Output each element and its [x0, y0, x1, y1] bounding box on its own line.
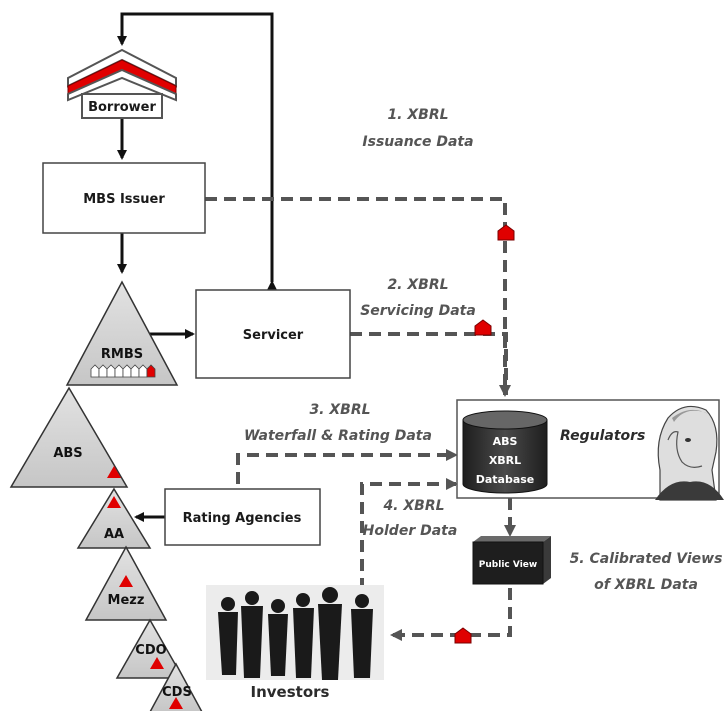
borrower-label: Borrower: [88, 100, 156, 115]
issuance-data-line: [205, 197, 511, 397]
tranche-markers: [107, 466, 183, 709]
red-marker-icon: [497, 224, 515, 241]
servicing-data-line: [350, 332, 508, 395]
public-view-label: Public View: [479, 560, 537, 570]
aa-triangle: [76, 487, 152, 549]
servicer-node: Servicer: [195, 289, 351, 379]
abs-triangle: [9, 386, 129, 488]
annotation-4-line1: 4. XBRL: [382, 498, 444, 514]
cds-label: CDS: [162, 685, 192, 700]
rating-agencies-node: Rating Agencies: [164, 488, 321, 546]
annotation-5-line1: 5. Calibrated Views: [570, 551, 723, 567]
annotation-5-line2: of XBRL Data: [594, 577, 698, 593]
database-label-line1: ABS: [493, 435, 518, 448]
rating-data-line: [236, 449, 458, 484]
borrower-node: Borrower: [67, 48, 177, 119]
annotation-3-line2: Waterfall & Rating Data: [244, 428, 432, 444]
mezz-label: Mezz: [108, 593, 145, 608]
investors-label: Investors: [251, 683, 330, 701]
cdo-label: CDO: [135, 643, 166, 658]
investors-group-icon: [206, 585, 384, 680]
red-triangle-icon: [150, 657, 164, 669]
cdo-triangle: [115, 618, 185, 679]
mbs-issuer-node: MBS Issuer: [42, 162, 206, 234]
annotation-2-line2: Servicing Data: [360, 303, 476, 319]
aa-label: AA: [104, 527, 124, 542]
regulator-portrait-icon: [655, 405, 724, 501]
red-triangle-icon: [107, 466, 121, 478]
red-triangle-icon: [107, 496, 121, 508]
servicer-label: Servicer: [243, 328, 304, 343]
database-label-line3: Database: [476, 473, 535, 486]
annotation-2-line1: 2. XBRL: [387, 277, 448, 293]
regulators-label: Regulators: [560, 428, 645, 444]
public-view-to-investors-line: [390, 588, 512, 641]
red-marker-icon: [474, 319, 492, 336]
rmbs-label: RMBS: [101, 347, 143, 362]
annotation-4-line2: Holder Data: [363, 523, 458, 539]
red-triangle-icon: [169, 697, 183, 709]
annotation-3-line1: 3. XBRL: [309, 402, 370, 418]
house-icon: [146, 364, 156, 378]
rmbs-triangle: [65, 280, 179, 386]
solid-connectors: [117, 12, 277, 522]
rating-agencies-label: Rating Agencies: [183, 511, 302, 526]
red-triangle-icon: [119, 575, 133, 587]
servicer-to-borrower-line: [117, 12, 277, 290]
mbs-issuer-label: MBS Issuer: [83, 192, 165, 207]
annotation-1-line1: 1. XBRL: [387, 107, 448, 123]
tranche-stack: [9, 280, 203, 711]
public-view-node: Public View: [472, 536, 551, 585]
dashed-connectors: [205, 197, 642, 641]
cds-triangle: [149, 662, 203, 711]
holder-data-line: [360, 478, 458, 590]
rmbs-houses: [90, 364, 156, 378]
abs-label: ABS: [53, 446, 82, 461]
red-marker-icon: [454, 627, 472, 644]
database-label-line2: XBRL: [489, 454, 521, 467]
annotation-1-line2: Issuance Data: [362, 134, 473, 150]
red-markers: [454, 224, 607, 644]
